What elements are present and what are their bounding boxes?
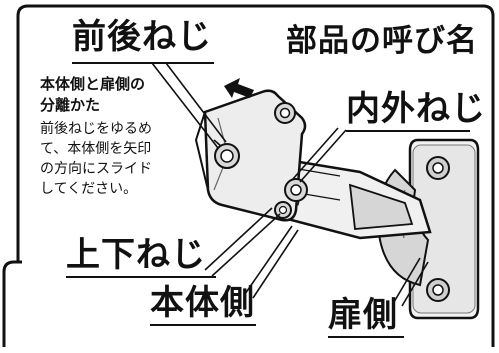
underline-body-side — [150, 324, 256, 326]
top-screw-icon — [274, 102, 296, 124]
underline-inner-outer-screw — [346, 130, 470, 132]
lower-left-frame — [2, 260, 22, 347]
label-front-back-screw: 前後ねじ — [72, 17, 212, 57]
note-body-line1: 前後ねじをゆるめ — [40, 121, 152, 137]
note-body-line3: の方向にスライド — [40, 161, 152, 177]
label-up-down-screw: 上下ねじ — [66, 235, 206, 275]
slide-direction-arrow-icon — [224, 78, 254, 98]
label-body-side: 本体側 — [150, 283, 255, 323]
note-heading-line2: 分離かた — [40, 96, 101, 114]
diagram-title: 部品の呼び名 — [286, 23, 478, 59]
note-heading-line1: 本体側と扉側の — [40, 75, 146, 93]
label-door-side: 扉側 — [328, 295, 398, 335]
underline-up-down-screw — [66, 276, 216, 278]
note-body-line2: て、本体側を矢印 — [40, 141, 152, 157]
note-body-line4: してください。 — [40, 181, 138, 197]
leader-lines — [151, 62, 429, 307]
underline-front-back-screw — [72, 62, 214, 64]
inner-outer-screw-icon — [284, 178, 308, 202]
label-inner-outer-screw: 内外ねじ — [346, 89, 486, 129]
outer-frame — [16, 4, 495, 347]
front-back-screw-icon — [214, 143, 240, 169]
door-side-plate — [408, 138, 480, 320]
underline-door-side — [328, 336, 404, 338]
